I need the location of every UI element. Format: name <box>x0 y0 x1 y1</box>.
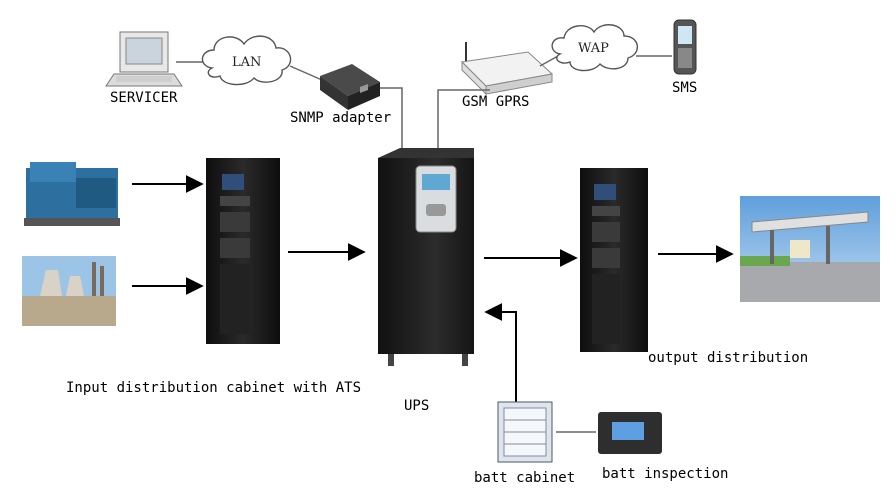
ups-icon <box>378 148 474 366</box>
gprs-link <box>437 89 490 156</box>
battery-to-ups-arrow <box>484 303 517 402</box>
generator-image <box>20 156 126 236</box>
snmp-adapter-label: SNMP adapter <box>290 110 392 126</box>
gsm-gprs-label: GSM GPRS <box>462 94 530 110</box>
toll-station-image <box>740 196 880 302</box>
input-cabinet-label: Input distribution cabinet with ATS <box>66 380 362 396</box>
phone-icon <box>673 19 697 75</box>
ups-label: UPS <box>404 398 430 414</box>
lan-label: LAN <box>232 55 261 70</box>
router-icon <box>460 42 554 96</box>
cabinet-icon <box>580 168 648 352</box>
battery-cabinet-icon <box>497 401 553 463</box>
snmp-link <box>380 87 403 152</box>
snmp-adapter-icon <box>320 64 380 110</box>
cloud-icon <box>551 24 638 72</box>
sms-label: SMS <box>672 80 698 96</box>
battery-monitor-icon <box>598 412 662 454</box>
batt-cabinet-label: batt cabinet <box>474 470 576 486</box>
cloud-icon <box>201 35 292 86</box>
power-plant-image <box>22 256 116 326</box>
servicer-label: SERVICER <box>110 90 178 106</box>
wap-label: WAP <box>578 41 609 56</box>
computer-icon <box>105 31 183 87</box>
output-distribution-label: output distribution <box>648 350 809 366</box>
batt-inspection-label: batt inspection <box>602 466 729 482</box>
cabinet-icon <box>206 158 280 344</box>
